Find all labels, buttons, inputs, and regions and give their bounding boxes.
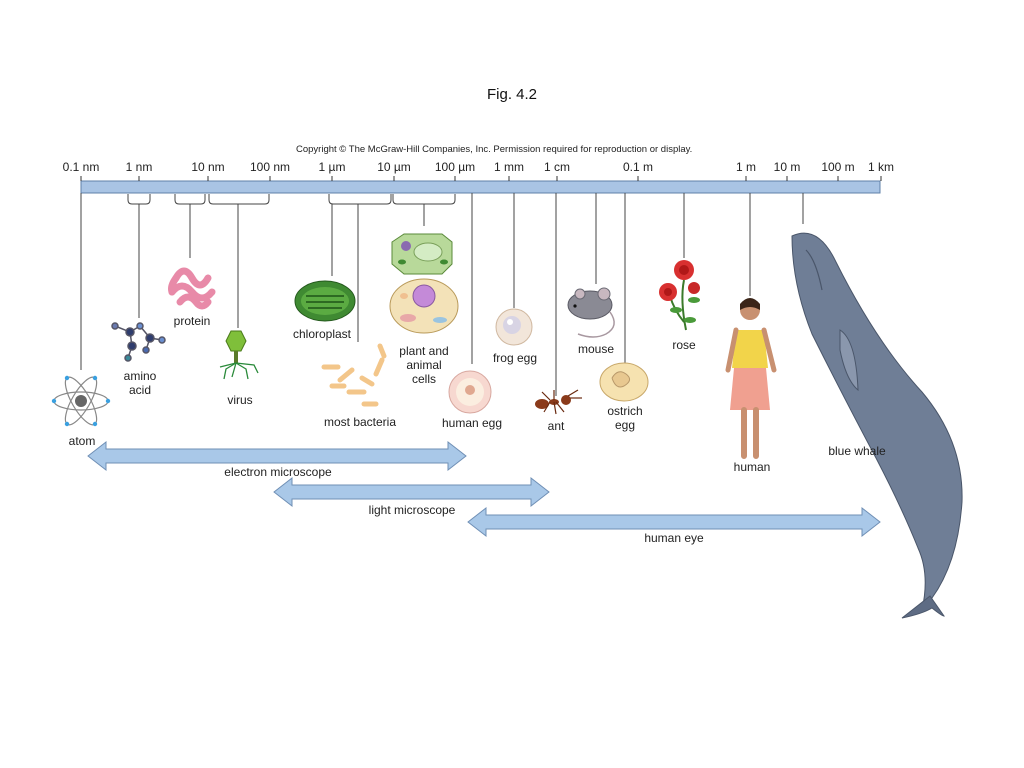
tick-label: 10 µm bbox=[377, 160, 411, 174]
tick-label: 1 km bbox=[867, 160, 895, 174]
label-protein: protein bbox=[173, 314, 211, 328]
tick-label: 100 µm bbox=[434, 160, 476, 174]
bacteria-icon bbox=[321, 343, 387, 407]
label-atom: atom bbox=[68, 434, 96, 448]
label-electron-microscope: electron microscope bbox=[224, 465, 332, 479]
tick-label: 1 m bbox=[735, 160, 757, 174]
label-human: human bbox=[733, 460, 771, 474]
label-mouse: mouse bbox=[577, 342, 615, 356]
tick-label: 1 µm bbox=[318, 160, 346, 174]
figure-title: Fig. 4.2 bbox=[486, 86, 538, 103]
label-ant: ant bbox=[547, 419, 565, 433]
tick-label: 1 nm bbox=[125, 160, 153, 174]
label-chloroplast: chloroplast bbox=[292, 327, 352, 341]
chloroplast-icon bbox=[294, 280, 356, 322]
tick-label: 10 m bbox=[773, 160, 801, 174]
light-microscope-arrow bbox=[273, 476, 550, 508]
human-eye-arrow bbox=[467, 506, 881, 538]
protein-icon bbox=[168, 267, 216, 310]
blue-whale-icon bbox=[791, 232, 963, 619]
tick-marks bbox=[80, 176, 882, 181]
tick-label: 0.1 nm bbox=[62, 160, 100, 174]
ant-icon bbox=[535, 389, 582, 415]
label-rose: rose bbox=[672, 338, 696, 352]
tick-label: 10 nm bbox=[191, 160, 225, 174]
label-human-eye: human eye bbox=[644, 531, 704, 545]
tick-label: 100 nm bbox=[249, 160, 291, 174]
scale-bar bbox=[80, 180, 881, 194]
label-amino-acid: amino acid bbox=[123, 369, 157, 397]
label-ostrich-egg: ostrich egg bbox=[607, 404, 643, 432]
label-virus: virus bbox=[227, 393, 253, 407]
amino-acid-icon bbox=[111, 322, 166, 362]
label-frog-egg: frog egg bbox=[492, 351, 538, 365]
label-human-egg: human egg bbox=[441, 416, 503, 430]
copyright-notice: Copyright © The McGraw-Hill Companies, I… bbox=[296, 144, 693, 155]
label-light-microscope: light microscope bbox=[368, 503, 456, 517]
ostrich-egg-icon bbox=[599, 362, 649, 402]
human-icon bbox=[725, 298, 777, 459]
human-egg-icon bbox=[448, 370, 492, 414]
label-plant-animal-cells: plant and animal cells bbox=[399, 344, 449, 386]
atom-icon bbox=[51, 375, 111, 427]
tick-label: 0.1 m bbox=[622, 160, 654, 174]
tick-label: 1 mm bbox=[494, 160, 524, 174]
label-blue-whale: blue whale bbox=[828, 444, 886, 458]
frog-egg-icon bbox=[495, 308, 533, 346]
label-most-bacteria: most bacteria bbox=[323, 415, 397, 429]
rose-icon bbox=[659, 260, 700, 331]
mouse-icon bbox=[567, 287, 615, 338]
electron-microscope-arrow bbox=[87, 440, 467, 472]
leader-lines bbox=[80, 193, 804, 396]
virus-icon bbox=[219, 330, 259, 380]
animal-cell-icon bbox=[389, 278, 459, 334]
plant-cell-icon bbox=[391, 233, 453, 275]
tick-label: 100 m bbox=[821, 160, 855, 174]
tick-label: 1 cm bbox=[543, 160, 571, 174]
